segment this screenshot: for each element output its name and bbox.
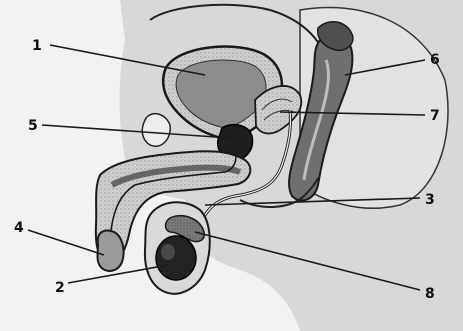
leader-line-4 bbox=[28, 230, 104, 255]
label-8: 8 bbox=[425, 286, 435, 302]
testis-highlight bbox=[161, 244, 175, 260]
testis bbox=[156, 236, 196, 280]
label-6: 6 bbox=[430, 52, 440, 68]
pubic-bone bbox=[142, 114, 170, 147]
label-2: 2 bbox=[55, 280, 65, 296]
label-7: 7 bbox=[430, 108, 440, 124]
label-5: 5 bbox=[28, 118, 38, 134]
label-1: 1 bbox=[32, 38, 42, 54]
glans bbox=[98, 231, 124, 271]
label-3: 3 bbox=[425, 192, 435, 208]
label-4: 4 bbox=[14, 220, 24, 236]
